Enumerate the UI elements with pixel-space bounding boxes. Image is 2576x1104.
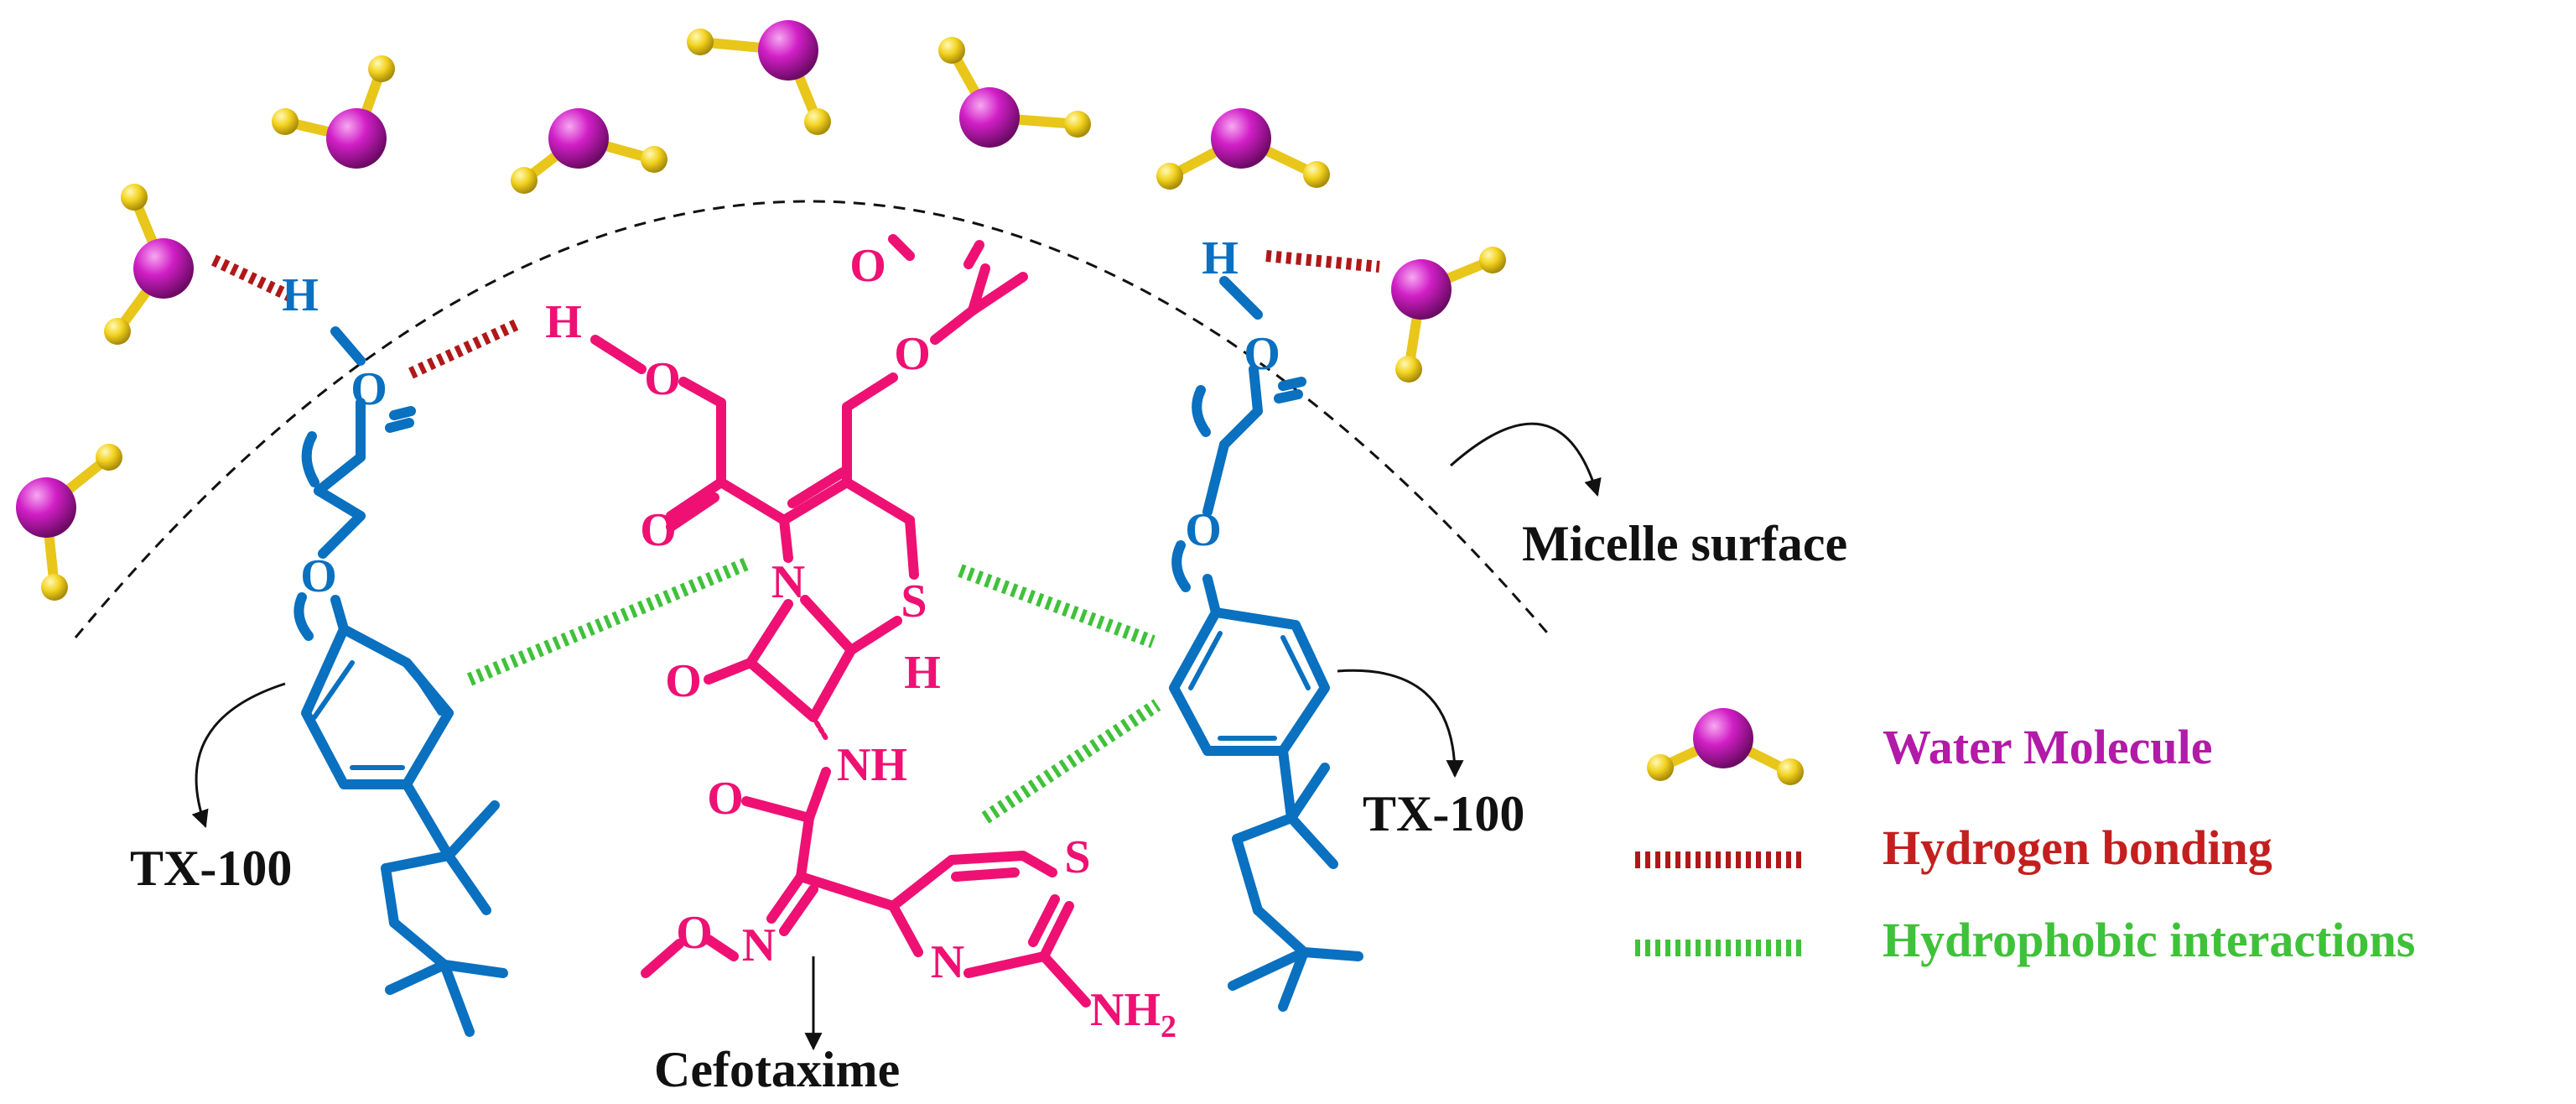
water-molecule [1391, 247, 1506, 383]
atom-label: O [644, 353, 681, 405]
arrows [191, 422, 1602, 1051]
atom-label: O [665, 655, 702, 707]
legend-water-swatch [1647, 708, 1804, 785]
atom-label: N [771, 556, 805, 608]
tx100-left-structure [293, 326, 508, 1037]
atom-label: H [282, 269, 319, 321]
water-molecule [1156, 108, 1330, 190]
hydrogen-bonds [211, 250, 1380, 379]
water-molecules [16, 20, 1506, 601]
atom-label: O [1244, 328, 1280, 380]
atom-label: N [742, 919, 776, 971]
atom-label: S [901, 575, 927, 628]
hydrophobic-line [958, 564, 1156, 648]
atom-label: O [894, 328, 931, 380]
hydrophobic-line [466, 555, 754, 686]
tx100-atom-labels: H O O H O O [282, 232, 1280, 602]
atom-label-nh2-subscript: 2 [1161, 1009, 1176, 1044]
atom-label: NH2 [1090, 984, 1176, 1044]
atom-label: NH [837, 739, 907, 791]
water-molecule [16, 444, 122, 601]
atom-label: O [640, 504, 677, 556]
arrow-micelle-surface [1450, 422, 1602, 497]
atom-label: O [351, 363, 387, 415]
atom-label: H [904, 647, 941, 699]
hbond-line [211, 254, 296, 304]
atom-label: O [1185, 504, 1222, 556]
cefotaxime-atom-labels: H O O N S H O O O NH O O N S N NH2 [545, 240, 1176, 1044]
arrow-tx100-right [1337, 669, 1464, 779]
legend-hydrophobic-label: Hydrophobic interactions [1883, 913, 2415, 967]
water-molecule [511, 108, 667, 194]
water-molecule [687, 20, 831, 135]
hbond-line [408, 317, 522, 379]
atom-label: N [931, 936, 964, 988]
legend-hbond-label: Hydrogen bonding [1883, 820, 2272, 875]
atom-label: O [300, 550, 337, 602]
atom-label-nh2: NH [1090, 984, 1161, 1036]
water-molecule [938, 37, 1091, 148]
atom-label: H [545, 296, 582, 348]
tx100-right-structure [1169, 276, 1363, 1012]
water-molecule [272, 55, 395, 169]
water-molecule [104, 184, 194, 345]
atom-label: O [849, 240, 886, 292]
cefotaxime-label: Cefotaxime [654, 1042, 900, 1097]
hydrophobic-line [981, 699, 1161, 824]
atom-label: S [1064, 831, 1090, 883]
micelle-surface-label: Micelle surface [1522, 516, 1847, 571]
hydrophobic-interactions [466, 555, 1161, 824]
cefotaxime-structure [590, 234, 1091, 1008]
hbond-line [1265, 250, 1380, 273]
legend-water-label: Water Molecule [1883, 720, 2213, 774]
atom-label: H [1202, 232, 1239, 284]
arrow-tx100-left [191, 682, 286, 828]
tx100-left-label: TX-100 [130, 841, 292, 896]
atom-label: O [676, 907, 713, 959]
atom-label: O [707, 773, 744, 825]
tx100-right-label: TX-100 [1363, 786, 1524, 841]
legend: Water Molecule Hydrogen bonding Hydropho… [1635, 708, 2415, 967]
